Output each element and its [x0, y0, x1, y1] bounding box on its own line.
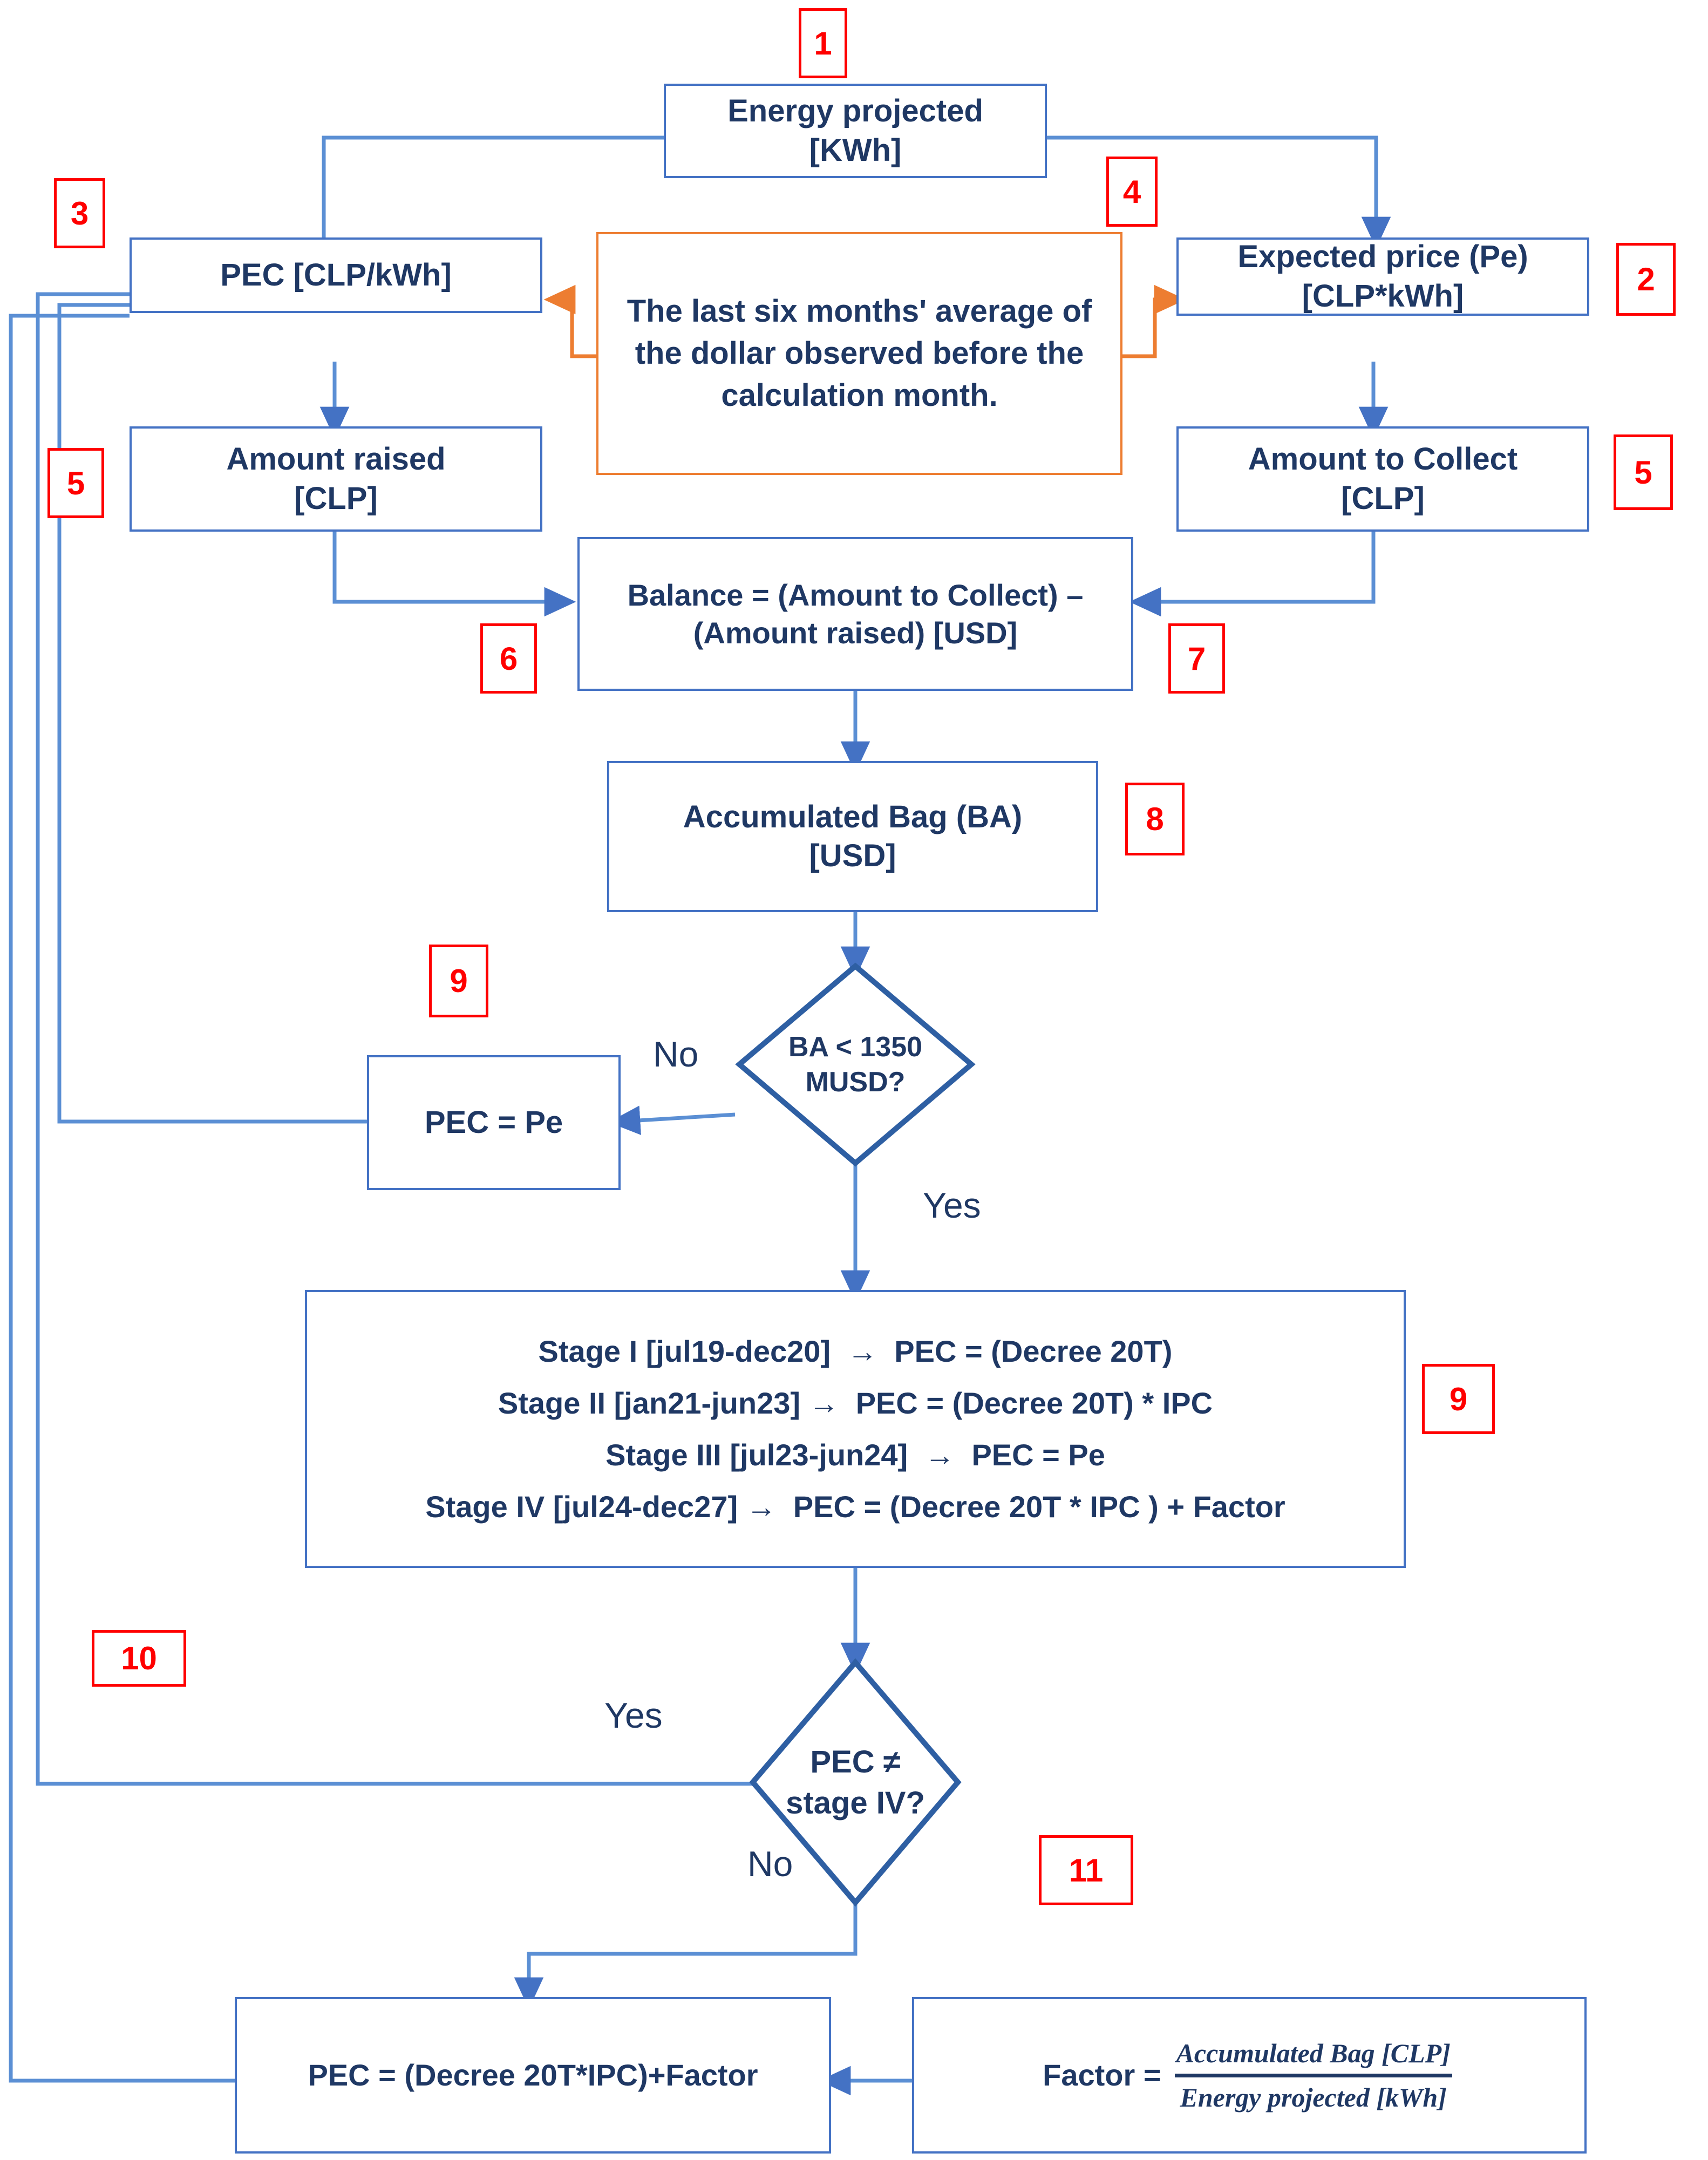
- index-tag-8: 8: [1125, 783, 1185, 855]
- note-dollar-average[interactable]: The last six months' average of the doll…: [596, 232, 1122, 475]
- stage-item-1: Stage I [jul19-dec20] → PEC = (Decree 20…: [538, 1334, 1173, 1368]
- edge-label-stage-yes: Yes: [604, 1695, 663, 1735]
- stage-item-3: Stage III [jul23-jun24] → PEC = Pe: [605, 1437, 1105, 1472]
- decision-ba-threshold[interactable]: BA < 1350 MUSD?: [739, 1009, 971, 1120]
- index-tag-3: 3: [54, 178, 105, 248]
- node-pec-final-label: PEC = (Decree 20T*IPC)+Factor: [308, 2058, 758, 2092]
- node-pec[interactable]: PEC [CLP/kWh]: [130, 237, 542, 313]
- node-pec-label: PEC [CLP/kWh]: [220, 257, 452, 293]
- index-tag-6: 6: [480, 623, 537, 694]
- decision-stage-iv-label: PEC ≠ stage IV?: [786, 1744, 925, 1821]
- index-tag-4: 4: [1106, 157, 1158, 227]
- node-amount-raised[interactable]: Amount raised [CLP]: [130, 426, 542, 532]
- stage-item-2: Stage II [jan21-jun23] → PEC = (Decree 2…: [498, 1385, 1213, 1420]
- node-amount-raised-label: Amount raised [CLP]: [226, 441, 446, 516]
- factor-label: Factor =: [1043, 2058, 1161, 2092]
- node-accumulated-bag[interactable]: Accumulated Bag (BA) [USD]: [607, 761, 1098, 912]
- node-pec-final[interactable]: PEC = (Decree 20T*IPC)+Factor: [235, 1997, 831, 2154]
- node-pec-equals-pe[interactable]: PEC = Pe: [367, 1055, 621, 1190]
- index-tag-1: 1: [799, 8, 847, 78]
- node-accumulated-bag-label: Accumulated Bag (BA) [USD]: [683, 799, 1023, 874]
- node-balance[interactable]: Balance = (Amount to Collect) – (Amount …: [577, 537, 1133, 691]
- factor-equation: Factor = Accumulated Bag [CLP] Energy pr…: [1043, 2036, 1456, 2114]
- stage-item-4: Stage IV [jul24-dec27] → PEC = (Decree 2…: [425, 1489, 1285, 1524]
- node-pec-equals-pe-label: PEC = Pe: [424, 1104, 563, 1140]
- decision-ba-threshold-label: BA < 1350 MUSD?: [788, 1031, 923, 1098]
- node-amount-to-collect[interactable]: Amount to Collect [CLP]: [1176, 426, 1589, 532]
- edge-label-ba-no: No: [653, 1034, 699, 1074]
- node-factor[interactable]: Factor = Accumulated Bag [CLP] Energy pr…: [912, 1997, 1587, 2154]
- edge-label-ba-yes: Yes: [923, 1185, 981, 1225]
- factor-numerator: Accumulated Bag [CLP]: [1176, 2038, 1451, 2068]
- stage-list: Stage I [jul19-dec20] → PEC = (Decree 20…: [307, 1333, 1404, 1526]
- edge-label-stage-no: No: [747, 1844, 793, 1884]
- index-tag-5-left: 5: [47, 448, 104, 518]
- factor-denominator: Energy projected [kWh]: [1174, 2073, 1452, 2115]
- node-amount-to-collect-label: Amount to Collect [CLP]: [1248, 441, 1518, 516]
- node-expected-price[interactable]: Expected price (Pe) [CLP*kWh]: [1176, 237, 1589, 316]
- node-energy-projected-label: Energy projected [KWh]: [727, 93, 983, 168]
- index-tag-2: 2: [1616, 243, 1676, 316]
- node-expected-price-label: Expected price (Pe) [CLP*kWh]: [1237, 239, 1528, 314]
- node-balance-label: Balance = (Amount to Collect) – (Amount …: [627, 578, 1084, 650]
- decision-stage-iv[interactable]: PEC ≠ stage IV?: [747, 1714, 963, 1851]
- index-tag-9-left: 9: [429, 945, 488, 1017]
- index-tag-11: 11: [1039, 1835, 1133, 1905]
- node-energy-projected[interactable]: Energy projected [KWh]: [664, 84, 1047, 178]
- index-tag-9-right: 9: [1422, 1364, 1495, 1434]
- index-tag-10: 10: [92, 1630, 186, 1687]
- factor-fraction: Accumulated Bag [CLP] Energy projected […: [1171, 2036, 1456, 2114]
- node-stages[interactable]: Stage I [jul19-dec20] → PEC = (Decree 20…: [305, 1290, 1406, 1568]
- note-dollar-average-label: The last six months' average of the doll…: [627, 293, 1092, 413]
- index-tag-5-right: 5: [1614, 434, 1673, 510]
- index-tag-7: 7: [1168, 623, 1225, 694]
